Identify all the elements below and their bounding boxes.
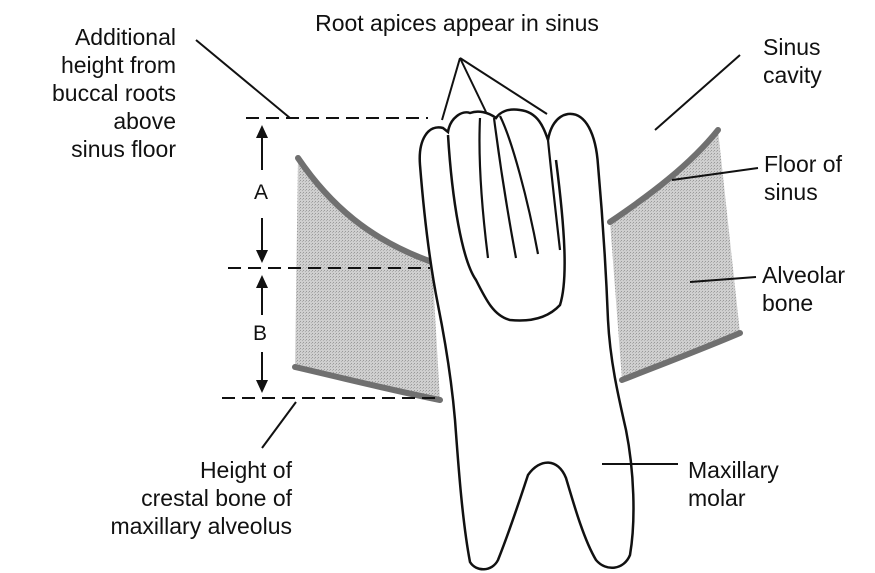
label-maxillary-molar: Maxillary molar	[688, 456, 828, 512]
leader-sinus-cavity	[655, 55, 740, 130]
dimension-b-arrowhead-down	[256, 380, 268, 393]
leader-root-apices-1	[442, 58, 460, 120]
alveolar-bone-left	[295, 158, 440, 400]
dimension-b-arrowhead-up	[256, 275, 268, 288]
label-additional-height: Additional height from buccal roots abov…	[20, 23, 176, 163]
dimension-a-arrowhead-up	[256, 125, 268, 138]
leader-additional-height	[196, 40, 290, 118]
leader-crestal-height	[262, 402, 296, 448]
dimension-a-label: A	[254, 181, 268, 205]
label-floor-of-sinus: Floor of sinus	[764, 150, 872, 206]
label-sinus-cavity: Sinus cavity	[763, 33, 863, 89]
label-crestal-height: Height of crestal bone of maxillary alve…	[30, 456, 292, 540]
dimension-b-label: B	[253, 322, 267, 346]
dimension-a-arrowhead-down	[256, 250, 268, 263]
label-alveolar-bone: Alveolar bone	[762, 261, 872, 317]
label-root-apices: Root apices appear in sinus	[272, 9, 642, 37]
